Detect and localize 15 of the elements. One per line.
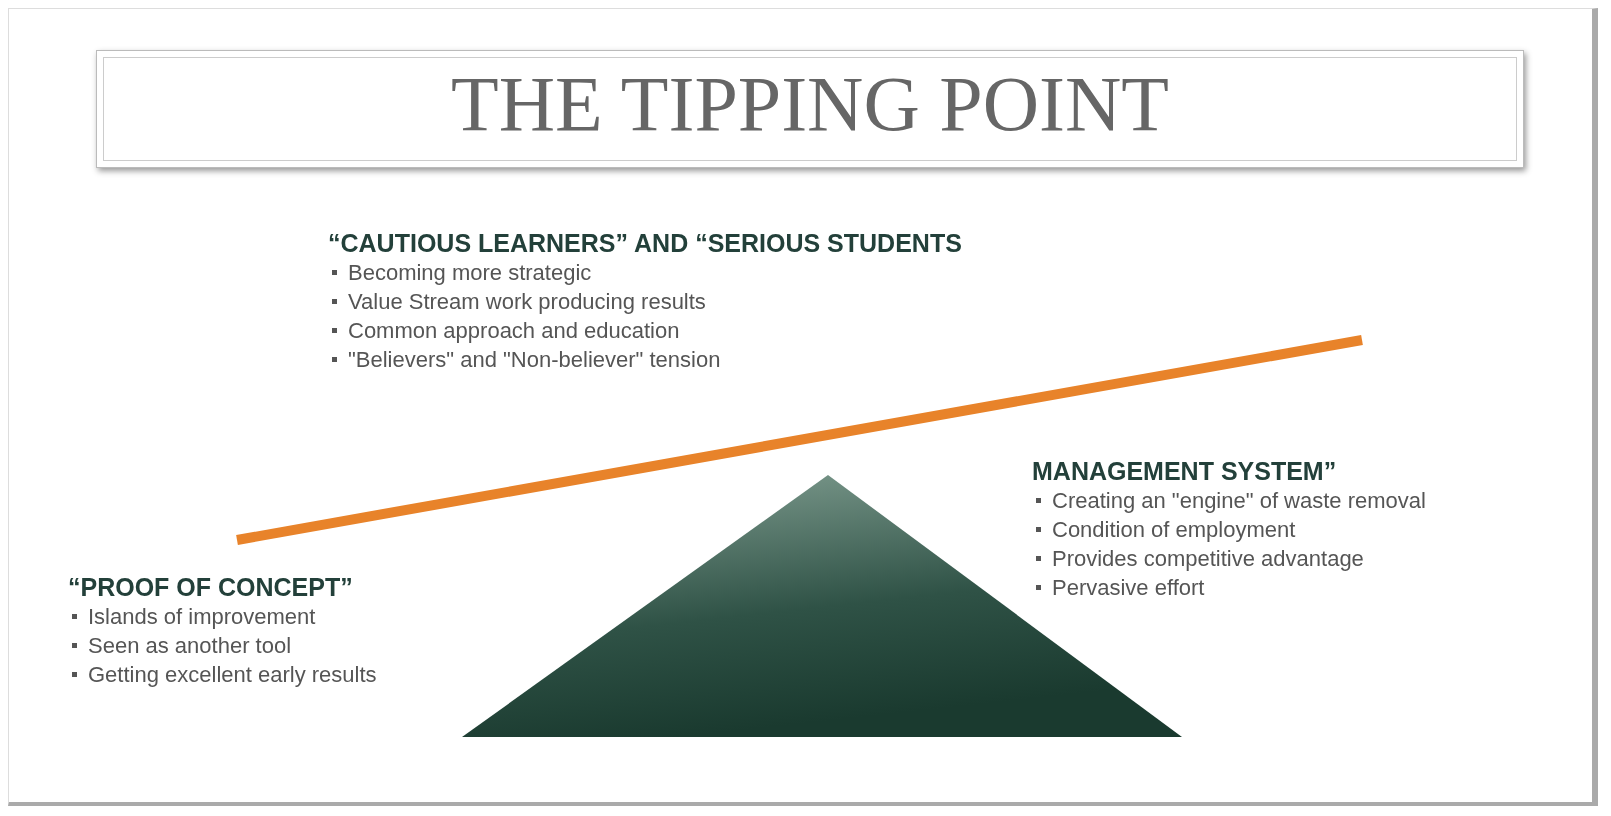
stage-heading: MANAGEMENT SYSTEM” xyxy=(1032,456,1337,486)
bullet-item: Becoming more strategic xyxy=(328,258,592,287)
stage-heading: “PROOF OF CONCEPT” xyxy=(68,572,353,602)
bullet-item: "Believers" and "Non-believer" tension xyxy=(328,345,721,374)
bullet-item: Common approach and education xyxy=(328,316,680,345)
bullet-item: Creating an "engine" of waste removal xyxy=(1032,486,1426,515)
bullet-item: Provides competitive advantage xyxy=(1032,544,1364,573)
bullet-item: Value Stream work producing results xyxy=(328,287,706,316)
bullet-item: Condition of employment xyxy=(1032,515,1296,544)
bullet-item: Islands of improvement xyxy=(68,602,316,631)
stage-heading: “CAUTIOUS LEARNERS” AND “SERIOUS STUDENTS xyxy=(328,228,962,258)
bullet-item: Seen as another tool xyxy=(68,631,292,660)
bullet-item: Getting excellent early results xyxy=(68,660,377,689)
title: THE TIPPING POINT xyxy=(451,59,1169,149)
bullet-item: Pervasive effort xyxy=(1032,573,1205,602)
